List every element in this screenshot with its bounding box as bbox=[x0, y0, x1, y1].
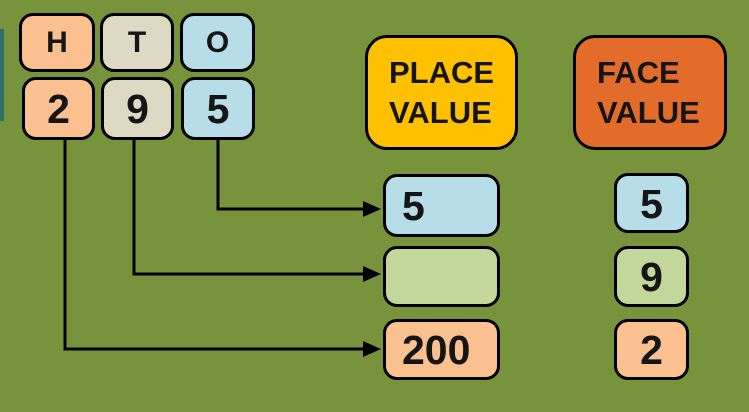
face-value-header-line2: VALUE bbox=[597, 94, 700, 130]
column-label-ones: O bbox=[180, 13, 255, 72]
face-value-header-line1: FACE bbox=[597, 54, 680, 90]
arrow-ones-head bbox=[363, 201, 381, 217]
face-value-hundreds: 2 bbox=[614, 319, 689, 380]
place-value-header-line2: VALUE bbox=[389, 94, 492, 130]
place-value-header: PLACE VALUE bbox=[365, 35, 518, 150]
column-label-tens: T bbox=[100, 13, 174, 72]
digit-hundreds: 2 bbox=[22, 77, 95, 140]
arrow-hundreds-line bbox=[63, 140, 366, 351]
place-value-header-line1: PLACE bbox=[389, 54, 495, 90]
arrow-ones-line bbox=[216, 140, 366, 211]
face-value-header: FACE VALUE bbox=[573, 35, 727, 150]
left-edge-shape bbox=[0, 29, 4, 121]
arrow-tens-head bbox=[363, 266, 381, 282]
face-value-tens: 9 bbox=[614, 246, 689, 307]
arrow-tens-line bbox=[132, 140, 366, 276]
face-value-ones: 5 bbox=[614, 173, 689, 233]
place-value-ones: 5 bbox=[383, 174, 500, 237]
place-value-tens-empty bbox=[383, 246, 500, 307]
digit-tens: 9 bbox=[101, 77, 174, 140]
place-value-hundreds: 200 bbox=[383, 319, 500, 380]
digit-ones: 5 bbox=[181, 77, 255, 140]
arrow-hundreds-head bbox=[363, 341, 381, 357]
column-label-hundreds: H bbox=[19, 13, 95, 72]
